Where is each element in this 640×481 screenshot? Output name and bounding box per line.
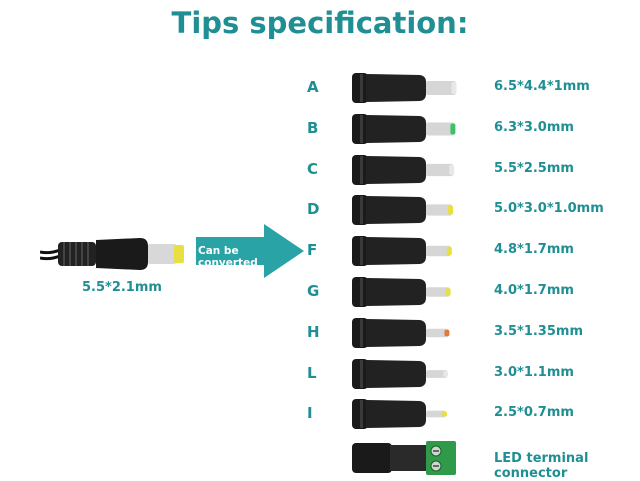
tip-row: C 5.5*2.5mm: [0, 150, 640, 190]
led-terminal-connector-icon: [352, 441, 456, 475]
tip-letter: A: [307, 78, 319, 96]
tip-letter: G: [307, 282, 320, 300]
tip-row: L 3.0*1.1mm: [0, 354, 640, 394]
tip-row: A 6.5*4.4*1mm: [0, 68, 640, 108]
tip-size-label: 6.3*3.0mm: [494, 119, 574, 135]
led-size-label: LED terminal connector: [494, 451, 589, 481]
tip-row: B 6.3*3.0mm: [0, 109, 640, 149]
tip-size-label: 2.5*0.7mm: [494, 405, 574, 421]
tip-connector-icon: [352, 277, 451, 307]
arrow-right-icon: [196, 224, 304, 278]
tip-connector-icon: [352, 236, 452, 267]
tip-size-label: 3.5*1.35mm: [494, 323, 583, 339]
tip-letter: C: [307, 159, 319, 178]
tip-size-label: 6.5*4.4*1mm: [494, 79, 590, 94]
tip-row: G 4.0*1.7mm: [0, 272, 640, 312]
tip-letter: I: [307, 404, 313, 423]
tip-connector-icon: [352, 113, 456, 144]
tip-size-label: 3.0*1.1mm: [494, 364, 574, 380]
tip-connector-icon: [352, 154, 455, 185]
tip-letter: D: [307, 200, 320, 219]
tip-connector-icon: [352, 317, 450, 348]
tip-letter: B: [307, 118, 319, 137]
tip-connector-icon: [352, 358, 449, 389]
tip-connector-icon: [352, 73, 457, 103]
tip-row: D 5.0*3.0*1.0mm: [0, 190, 640, 230]
tip-size-label: 5.5*2.5mm: [494, 160, 574, 176]
tip-row: F 4.8*1.7mm: [0, 231, 640, 271]
source-plug-icon: [40, 238, 184, 270]
tip-size-label: 5.0*3.0*1.0mm: [494, 201, 604, 217]
tip-letter: L: [307, 363, 317, 382]
tip-connector-icon: [352, 195, 453, 226]
tip-size-label: 4.8*1.7mm: [494, 242, 574, 258]
tip-row: I 2.5*0.7mm: [0, 394, 640, 434]
tip-letter: H: [307, 322, 320, 341]
tip-connector-icon: [352, 399, 447, 430]
tip-size-label: 4.0*1.7mm: [494, 283, 574, 298]
arrow-label: Can be converted: [198, 245, 258, 269]
source-size-label: 5.5*2.1mm: [82, 280, 162, 295]
tip-row: H 3.5*1.35mm: [0, 313, 640, 353]
page-title: Tips specification:: [171, 6, 469, 40]
tip-letter: F: [307, 241, 318, 260]
